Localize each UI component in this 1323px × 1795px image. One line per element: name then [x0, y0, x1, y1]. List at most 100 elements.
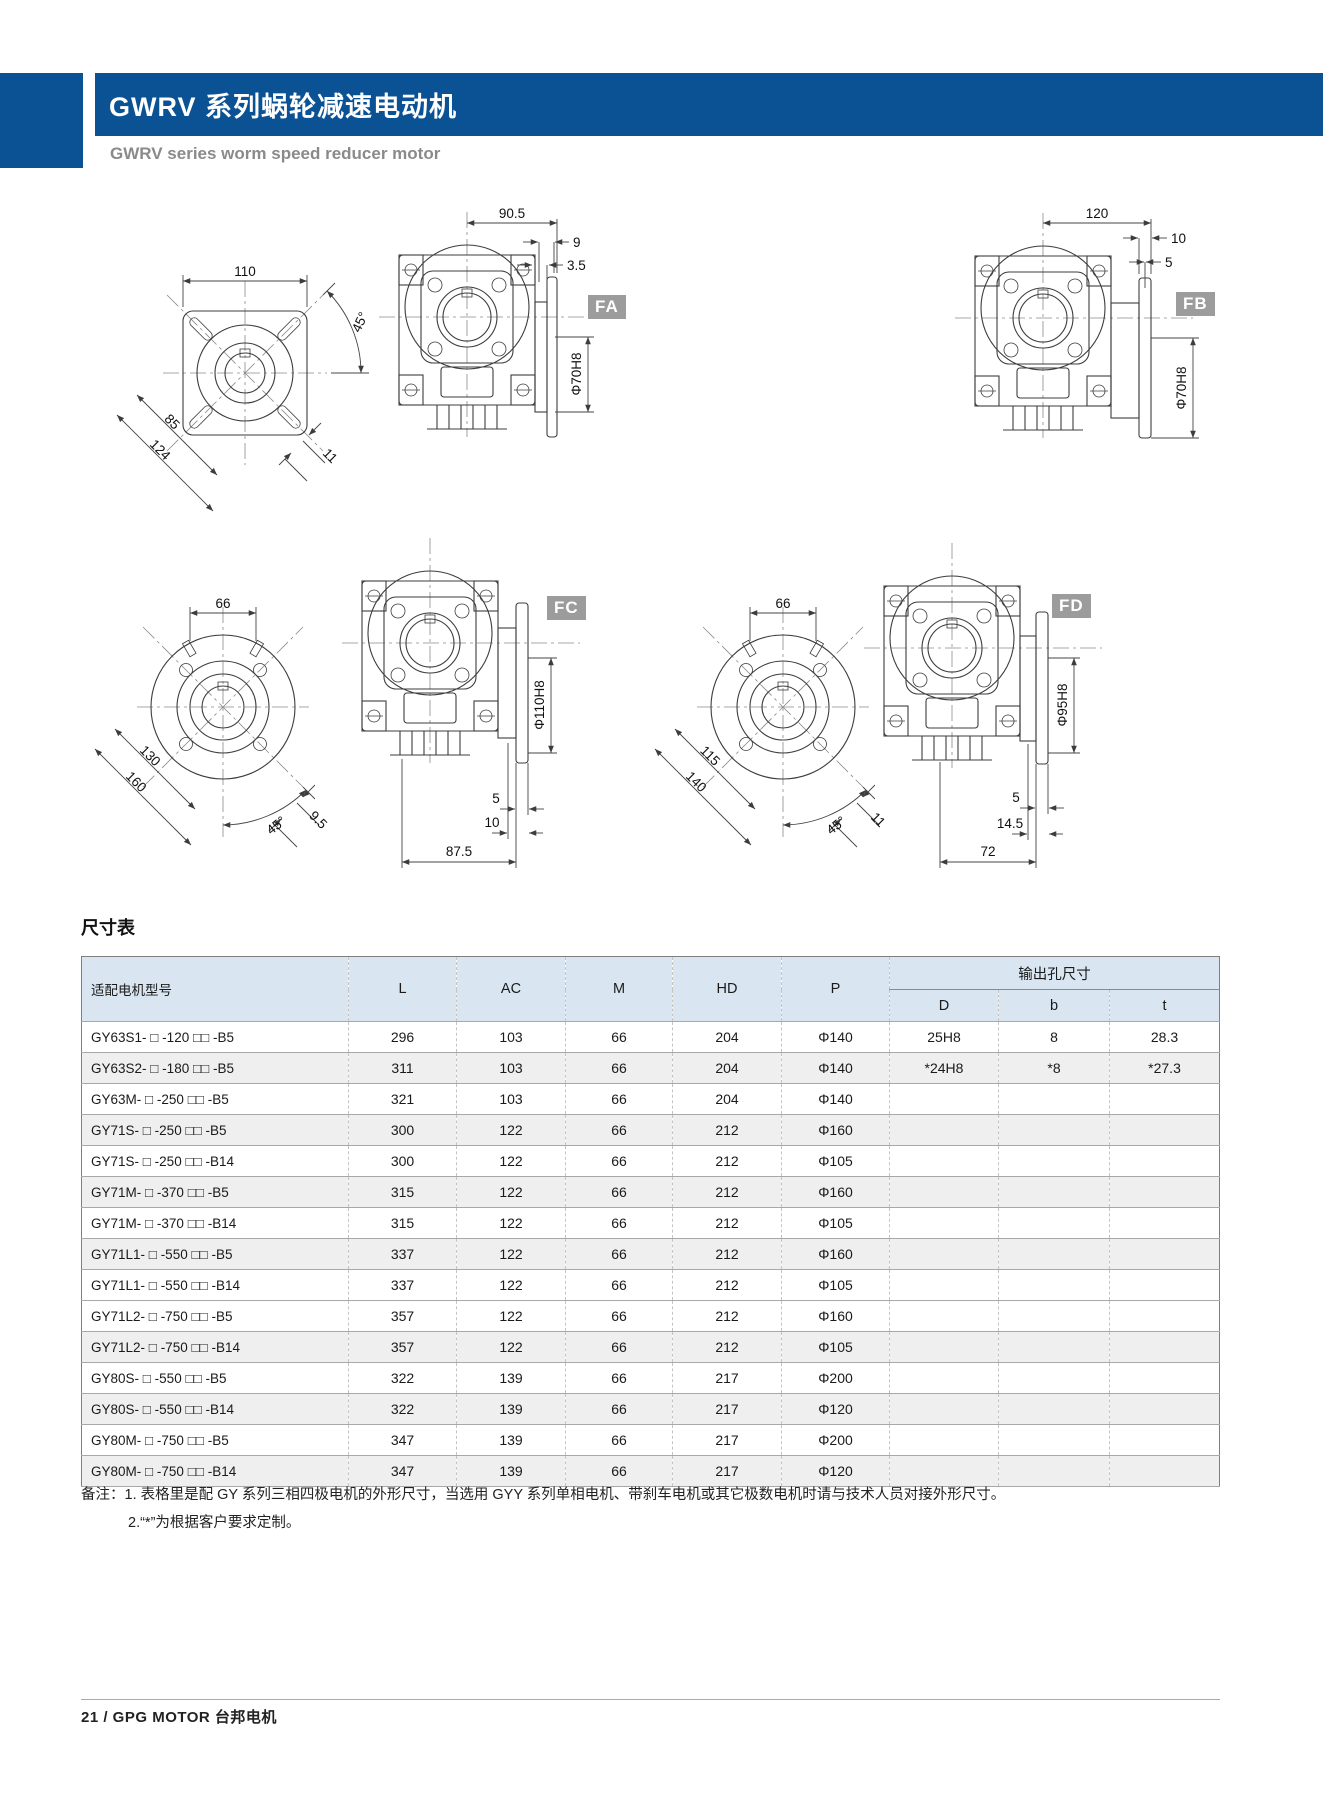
- fc-front-view: 66 130 160 9.5 45°: [94, 596, 330, 848]
- badge-fb: FB: [1176, 292, 1215, 316]
- dim-fa-124: 124: [147, 437, 174, 464]
- table-cell: GY71L2- □ -750 □□ -B5: [81, 1300, 349, 1332]
- dim-fc-5: 5: [492, 791, 500, 806]
- table-cell: [998, 1300, 1110, 1332]
- fd-side-view: Φ95H8 5 14.5 72: [863, 542, 1103, 868]
- table-cell: [1109, 1424, 1220, 1456]
- table-cell: *27.3: [1109, 1052, 1220, 1084]
- table-cell: [1109, 1393, 1220, 1425]
- table-cell: 217: [672, 1455, 782, 1487]
- table-cell: [889, 1083, 999, 1115]
- table-cell: [998, 1331, 1110, 1363]
- table-cell: GY63S1- □ -120 □□ -B5: [81, 1021, 349, 1053]
- header-m: M: [565, 956, 673, 1022]
- table-cell: Φ160: [781, 1238, 890, 1270]
- table-cell: [998, 1238, 1110, 1270]
- table-cell: 212: [672, 1300, 782, 1332]
- table-cell: [889, 1362, 999, 1394]
- table-cell: GY71L1- □ -550 □□ -B14: [81, 1269, 349, 1301]
- dim-fc-130: 130: [137, 743, 164, 770]
- table-cell: [1109, 1083, 1220, 1115]
- table-cell: 103: [456, 1083, 566, 1115]
- dim-fa-90-5: 90.5: [499, 206, 525, 221]
- table-cell: [889, 1114, 999, 1146]
- table-cell: [998, 1083, 1110, 1115]
- dim-fd-5: 5: [1012, 790, 1020, 805]
- table-cell: [1109, 1207, 1220, 1239]
- left-accent-block: [0, 73, 83, 168]
- table-cell: 122: [456, 1269, 566, 1301]
- table-cell: 139: [456, 1455, 566, 1487]
- table-cell: *8: [998, 1052, 1110, 1084]
- table-cell: 66: [565, 1269, 673, 1301]
- table-cell: 66: [565, 1176, 673, 1208]
- dim-fb-10: 10: [1171, 231, 1186, 246]
- table-cell: 66: [565, 1021, 673, 1053]
- dim-fa-3-5: 3.5: [567, 258, 586, 273]
- page-title-bar: GWRV 系列蜗轮减速电动机: [95, 73, 1323, 136]
- table-cell: 122: [456, 1176, 566, 1208]
- table-cell: 212: [672, 1207, 782, 1239]
- table-cell: [889, 1145, 999, 1177]
- table-cell: 322: [348, 1393, 457, 1425]
- page-subtitle: GWRV series worm speed reducer motor: [110, 144, 441, 163]
- table-cell: GY80M- □ -750 □□ -B14: [81, 1455, 349, 1487]
- table-cell: 122: [456, 1114, 566, 1146]
- table-cell: 66: [565, 1145, 673, 1177]
- table-cell: 347: [348, 1455, 457, 1487]
- dim-fc-10: 10: [484, 815, 499, 830]
- table-cell: Φ140: [781, 1083, 890, 1115]
- table-cell: 122: [456, 1238, 566, 1270]
- dim-fc-bore: Φ110H8: [532, 680, 547, 730]
- table-cell: GY71L1- □ -550 □□ -B5: [81, 1238, 349, 1270]
- dim-fa-9: 9: [573, 235, 581, 250]
- table-cell: Φ105: [781, 1207, 890, 1239]
- table-cell: [889, 1424, 999, 1456]
- footer-text: 21 / GPG MOTOR 台邦电机: [81, 1709, 277, 1726]
- table-cell: 139: [456, 1424, 566, 1456]
- table-cell: 315: [348, 1207, 457, 1239]
- table-cell: 103: [456, 1021, 566, 1053]
- table-cell: 347: [348, 1424, 457, 1456]
- dim-fa-45: 45°: [349, 310, 371, 335]
- table-cell: 66: [565, 1455, 673, 1487]
- header-output-group: 输出孔尺寸: [889, 956, 1220, 990]
- table-cell: 122: [456, 1207, 566, 1239]
- table-cell: GY71M- □ -370 □□ -B5: [81, 1176, 349, 1208]
- table-cell: [889, 1331, 999, 1363]
- footer-divider: [81, 1699, 1220, 1700]
- dim-fb-bore: Φ70H8: [1174, 366, 1189, 409]
- table-cell: [1109, 1331, 1220, 1363]
- badge-fa: FA: [588, 295, 626, 319]
- fa-side-view: 90.5 9 3.5 Φ70H8: [378, 206, 618, 438]
- dim-fc-66: 66: [215, 596, 230, 611]
- table-cell: GY63M- □ -250 □□ -B5: [81, 1083, 349, 1115]
- table-cell: 300: [348, 1145, 457, 1177]
- header-ac: AC: [456, 956, 566, 1022]
- table-cell: [998, 1176, 1110, 1208]
- table-cell: 212: [672, 1238, 782, 1270]
- table-cell: Φ160: [781, 1114, 890, 1146]
- header-model: 适配电机型号: [81, 956, 349, 1022]
- dim-fb-5: 5: [1165, 255, 1173, 270]
- table-cell: [998, 1362, 1110, 1394]
- table-cell: Φ160: [781, 1300, 890, 1332]
- dim-fa-85: 85: [162, 411, 183, 432]
- table-cell: Φ120: [781, 1393, 890, 1425]
- dim-fd-140: 140: [683, 769, 710, 796]
- header-l: L: [348, 956, 457, 1022]
- table-cell: 217: [672, 1393, 782, 1425]
- table-cell: [1109, 1114, 1220, 1146]
- note-line-1: 备注：1. 表格里是配 GY 系列三相四极电机的外形尺寸，当选用 GYY 系列单…: [81, 1487, 1006, 1503]
- table-cell: Φ105: [781, 1331, 890, 1363]
- dim-fd-115: 115: [697, 743, 723, 769]
- table-cell: [889, 1238, 999, 1270]
- table-cell: 204: [672, 1021, 782, 1053]
- dim-fd-14-5: 14.5: [997, 816, 1023, 831]
